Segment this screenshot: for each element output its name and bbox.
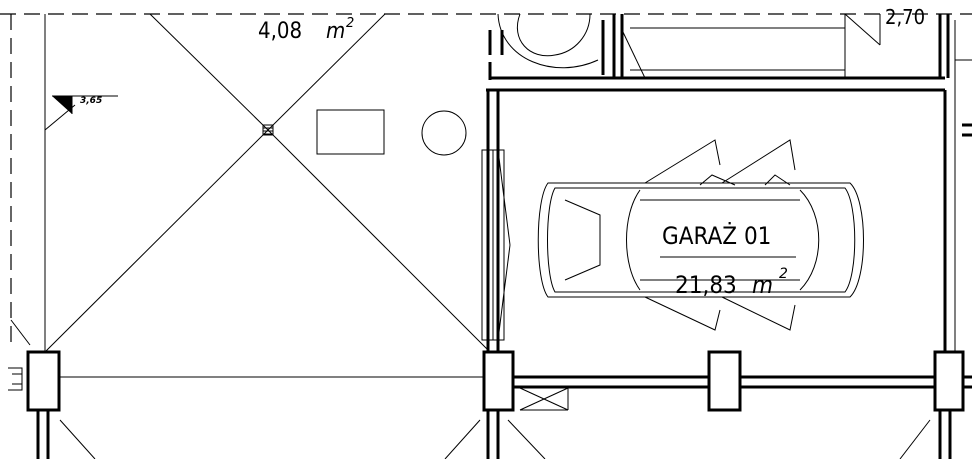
dashed-boundary (0, 13, 972, 345)
garage-window (481, 149, 511, 341)
room-area-label-top: 4,08 m 2 (258, 16, 354, 44)
lower-walls (36, 410, 952, 459)
level-value: 3,65 (80, 96, 102, 106)
car-symbol (537, 139, 864, 331)
garage-label: GARAŻ 01 21,83 m 2 (655, 212, 796, 299)
room-area-unit: m (326, 19, 345, 44)
left-wall-line (8, 14, 46, 391)
toilet-fixture (488, 13, 605, 80)
room-area-partial: 2,70 (885, 5, 925, 29)
column-left (26, 350, 61, 412)
garage-area-value: 21,83 (675, 271, 737, 299)
rectangular-fixture (316, 109, 385, 155)
level-marker: 3,65 (44, 95, 118, 131)
column-middle (707, 350, 742, 412)
garage-area-exponent: 2 (779, 266, 788, 282)
round-fixture (421, 110, 467, 156)
column-middle-left (482, 350, 515, 412)
column-right (933, 350, 965, 412)
roof-ridge-lines (44, 13, 491, 353)
garage-walls (486, 20, 972, 352)
structural-columns (26, 350, 965, 412)
ridge-node-marker (262, 124, 274, 136)
room-area-exponent: 2 (346, 16, 354, 31)
room-top-right: 2,70 (600, 5, 950, 80)
garage-name: GARAŻ 01 (662, 221, 771, 250)
room-area-value: 4,08 (258, 19, 302, 44)
garage-area-unit: m (752, 271, 773, 299)
